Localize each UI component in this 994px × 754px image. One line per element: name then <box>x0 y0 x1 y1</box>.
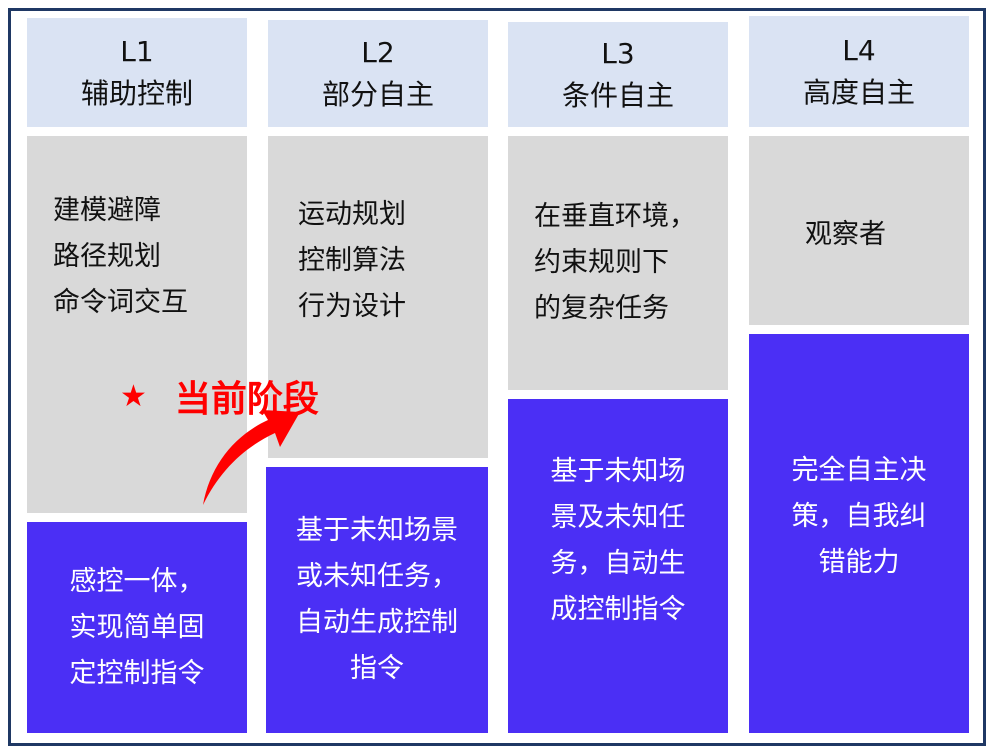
capability: 在垂直环境， <box>534 201 696 232</box>
description-line: 基于未知场 <box>550 456 686 487</box>
description-line: 基于未知场景 <box>296 515 458 546</box>
level-header-l1: L1 辅助控制 <box>27 18 247 127</box>
level-capabilities-l1: 建模避障 路径规划 命令词交互 <box>27 136 247 513</box>
capability: 观察者 <box>805 219 886 250</box>
level-description-l4: 完全自主决 策，自我纠 错能力 <box>749 334 969 733</box>
capability: 约束规则下 <box>534 247 669 278</box>
description-line: 感控一体， <box>69 565 205 597</box>
capability: 控制算法 <box>298 245 406 276</box>
level-description-l1: 感控一体， 实现简单固 定控制指令 <box>27 522 247 733</box>
level-capabilities-l2: 运动规划 控制算法 行为设计 <box>268 136 488 458</box>
description-line: 景及未知任 <box>550 502 686 533</box>
level-header-l2: L2 部分自主 <box>268 20 488 127</box>
capability: 的复杂任务 <box>534 293 669 324</box>
level-description-l2: 基于未知场景 或未知任务， 自动生成控制 指令 <box>266 467 488 733</box>
description-line: 策，自我纠 <box>791 501 927 532</box>
description-line: 指令 <box>350 653 404 684</box>
description-line: 定控制指令 <box>69 657 205 689</box>
level-name: 部分自主 <box>321 77 434 111</box>
level-header-l3: L3 条件自主 <box>508 22 728 127</box>
current-stage-text: 当前阶段 <box>174 379 319 420</box>
description-line: 成控制指令 <box>550 594 686 625</box>
level-code: L2 <box>361 35 395 69</box>
diagram-frame <box>8 8 986 746</box>
level-capabilities-l3: 在垂直环境， 约束规则下 的复杂任务 <box>508 136 728 390</box>
capability: 行为设计 <box>298 291 406 322</box>
level-code: L4 <box>842 33 876 67</box>
capability: 运动规划 <box>298 199 406 230</box>
description-line: 或未知任务， <box>296 561 458 592</box>
description-line: 实现简单固 <box>69 611 205 643</box>
description-line: 错能力 <box>818 547 900 578</box>
level-name: 条件自主 <box>561 78 674 112</box>
current-stage-label: ★ 当前阶段 <box>120 370 319 422</box>
description-line: 自动生成控制 <box>296 607 458 638</box>
star-icon: ★ <box>120 378 147 414</box>
capability: 命令词交互 <box>53 287 188 318</box>
level-capabilities-l4: 观察者 <box>749 136 969 325</box>
level-header-l4: L4 高度自主 <box>749 16 969 127</box>
capability: 路径规划 <box>53 241 161 272</box>
description-line: 完全自主决 <box>791 455 927 486</box>
level-name: 高度自主 <box>802 75 915 109</box>
level-code: L3 <box>601 36 635 70</box>
level-name: 辅助控制 <box>80 76 193 110</box>
capability: 建模避障 <box>53 195 161 226</box>
level-description-l3: 基于未知场 景及未知任 务，自动生 成控制指令 <box>508 399 728 733</box>
description-line: 务，自动生 <box>550 548 686 579</box>
level-code: L1 <box>120 34 154 68</box>
